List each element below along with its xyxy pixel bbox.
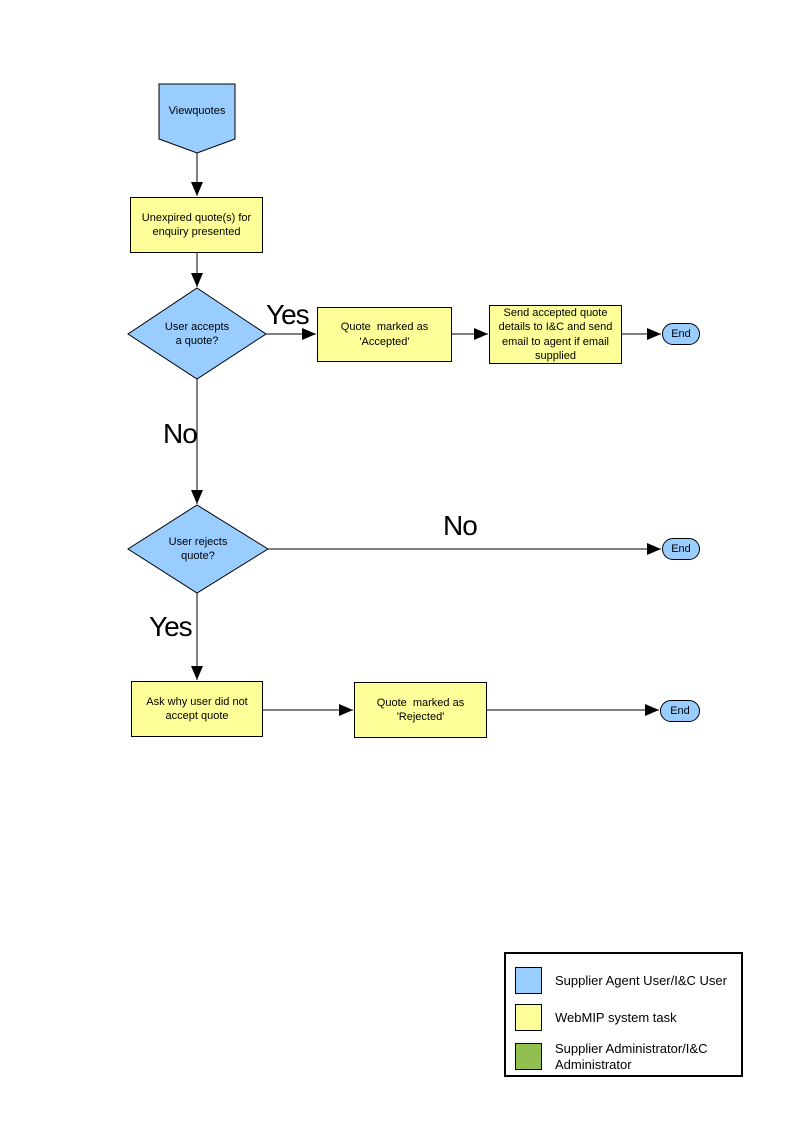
edge-label-rejects-yes: Yes <box>149 611 193 642</box>
process-quote-rejected: Quote marked as 'Rejected' <box>354 682 487 738</box>
legend-label-supplier-agent: Supplier Agent User/I&C User <box>555 972 727 988</box>
decision-accepts-label: User accepts a quote? <box>164 320 230 347</box>
process-ask-why: Ask why user did not accept quote <box>131 681 263 737</box>
legend-swatch-blue <box>515 967 542 994</box>
edge-label-accepts-no: No <box>163 418 198 449</box>
process-send-details: Send accepted quote details to I&C and s… <box>489 305 622 364</box>
decision-rejects-label: User rejects quote? <box>168 535 228 562</box>
legend-label-supplier-admin: Supplier Administrator/I&C Administrator <box>555 1041 708 1072</box>
end-node-no-action: End <box>662 538 700 560</box>
legend-label-webmip-task: WebMIP system task <box>555 1009 677 1025</box>
legend-swatch-green <box>515 1043 542 1071</box>
start-offpage-shape <box>158 83 236 154</box>
process-quote-accepted: Quote marked as 'Accepted' <box>317 307 452 362</box>
legend-row-webmip-task: WebMIP system task <box>515 1004 733 1031</box>
legend-row-supplier-admin: Supplier Administrator/I&C Administrator <box>515 1041 733 1072</box>
legend-box: Supplier Agent User/I&C User WebMIP syst… <box>504 952 743 1077</box>
end-node-accept: End <box>662 323 700 345</box>
edge-label-rejects-no: No <box>443 510 478 541</box>
legend-row-supplier-agent: Supplier Agent User/I&C User <box>515 967 733 994</box>
process-unexpired-quotes: Unexpired quote(s) for enquiry presented <box>130 197 263 253</box>
end-node-reject: End <box>660 700 700 722</box>
start-node-label: Viewquotes <box>168 104 226 117</box>
legend-swatch-yellow <box>515 1004 542 1031</box>
edge-label-accepts-yes: Yes <box>266 299 310 330</box>
